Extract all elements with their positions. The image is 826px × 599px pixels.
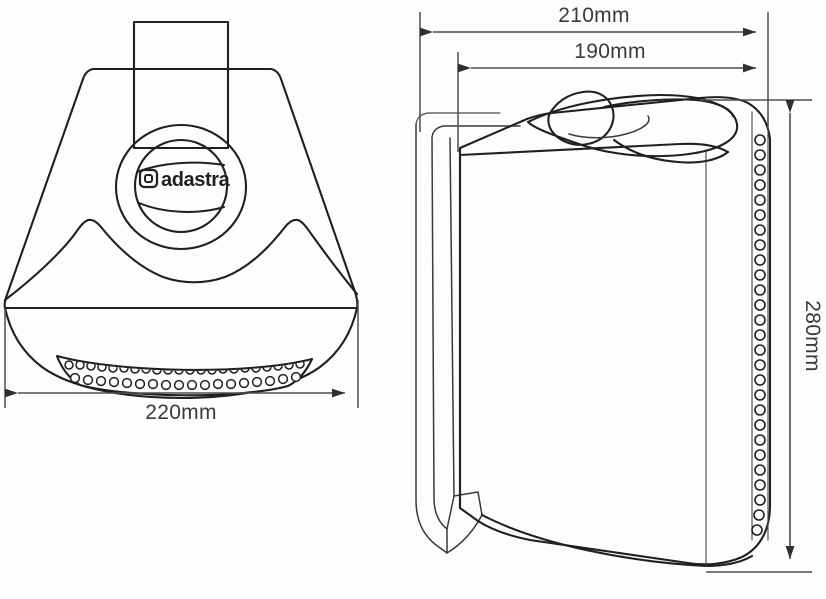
side-grille-perforations: [751, 111, 769, 541]
adastra-wordmark: adastra: [161, 169, 231, 191]
dim-label-190mm: 190mm: [574, 40, 646, 63]
front-grille-strip: [55, 354, 314, 397]
front-view-group: adastra: [3, 20, 359, 400]
front-lower-panel: [3, 306, 359, 400]
dim-label-210mm: 210mm: [558, 4, 630, 27]
dimension-height-280mm: 280mm: [700, 99, 824, 573]
dimension-depth-210mm: 210mm: [419, 4, 769, 132]
side-bracket-inner-edge: [431, 136, 448, 530]
front-grille-perforations: [64, 359, 305, 391]
dim-label-280mm: 280mm: [801, 300, 824, 372]
front-logo-band-lower: [138, 202, 225, 213]
front-sculpted-ridge: [3, 218, 359, 302]
dim-label-220mm: 220mm: [145, 401, 217, 424]
dimension-width-220mm: 220mm: [4, 300, 359, 424]
adastra-mark-icon: [138, 168, 159, 189]
side-bracket-outer-edge: [415, 123, 448, 554]
side-grille-strip: [751, 111, 769, 541]
side-tweeter-dome: [547, 90, 615, 146]
front-mount-bracket: [132, 20, 230, 150]
dimension-depth-190mm: 190mm: [457, 40, 756, 152]
side-bottom-sweep: [480, 513, 754, 568]
side-pod-lower-lip: [612, 138, 730, 164]
front-driver-outer-ring: [114, 123, 248, 251]
side-cabinet-outline: [458, 96, 772, 566]
side-bracket-inner-face: [431, 125, 521, 138]
side-bracket-third-edge: [449, 137, 455, 497]
side-bracket-foot: [446, 491, 483, 554]
side-bezel-top-line: [458, 142, 730, 157]
side-waveguide-flare: [602, 98, 735, 118]
front-driver-inner-circle: [133, 138, 229, 234]
side-tweeter-ring: [568, 115, 650, 139]
perforation-row-bottom: [69, 371, 302, 391]
side-view-group: [415, 90, 772, 568]
